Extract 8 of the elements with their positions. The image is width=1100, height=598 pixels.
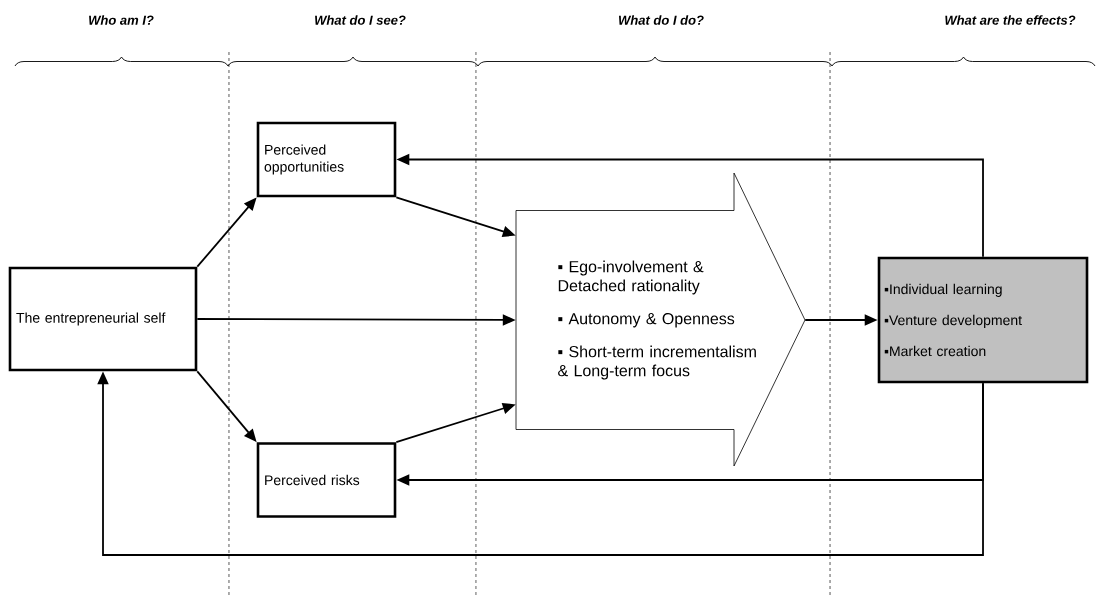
text-box: Perceived risks (256, 442, 397, 518)
column-heading: What are the effects? (945, 15, 1076, 25)
column-heading: Who am I? (89, 15, 154, 25)
column-heading: What do I do? (619, 15, 704, 25)
text-box: Perceived opportunities (256, 121, 397, 198)
effects-box: ▪Individual learning ▪Venture development ▪Market creation (877, 256, 1089, 384)
text-box: The entrepreneurial self (8, 266, 198, 372)
column-heading: What do I see? (315, 15, 406, 25)
